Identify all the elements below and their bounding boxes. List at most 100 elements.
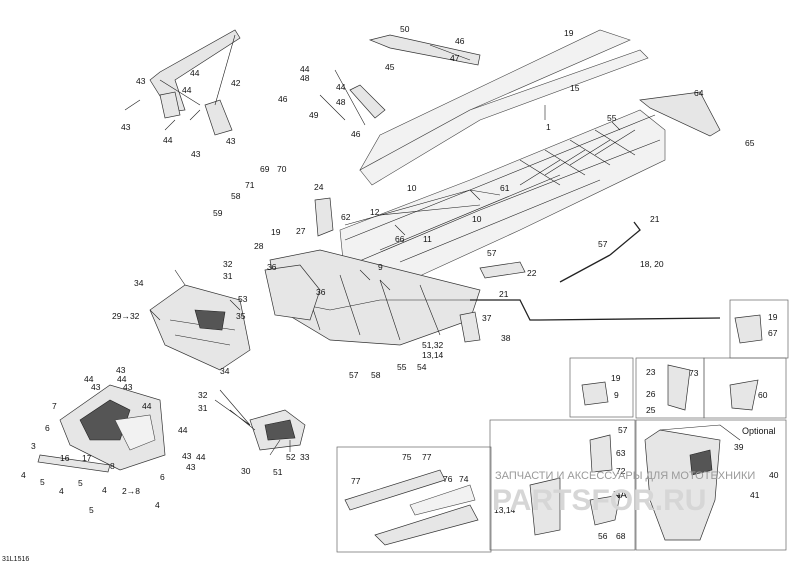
callout-69: 69 <box>260 164 270 174</box>
callout-58b: 58 <box>371 370 381 380</box>
callout-31b: 31 <box>198 403 208 413</box>
callout-77a: 77 <box>422 452 432 462</box>
callout-63: 63 <box>616 448 626 458</box>
callout-44d: 44 <box>300 64 310 74</box>
callout-65: 65 <box>745 138 755 148</box>
callout-43d: 43 <box>191 149 201 159</box>
callout-10b: 10 <box>472 214 482 224</box>
callout-4d: 4 <box>102 485 107 495</box>
callout-2-8: 2→8 <box>122 486 140 496</box>
callout-1: 1 <box>546 122 551 132</box>
callout-4b: 4 <box>59 486 64 496</box>
callout-66: 66 <box>395 234 405 244</box>
callout-33: 33 <box>300 452 310 462</box>
callout-10a: 10 <box>407 183 417 193</box>
callout-5b: 5 <box>78 478 83 488</box>
callout-23: 23 <box>646 367 656 377</box>
callout-32a: 32 <box>223 259 233 269</box>
callout-21a: 21 <box>650 214 660 224</box>
callout-31a: 31 <box>223 271 233 281</box>
callout-57b: 57 <box>598 239 608 249</box>
watermark-subtitle: ЗАПЧАСТИ И АКСЕССУАРЫ ДЛЯ МОТОТЕХНИКИ <box>495 470 755 482</box>
callout-29-32: 29→32 <box>112 311 140 321</box>
watermark-logo: PARTSFOR.RU <box>492 484 706 517</box>
callout-52: 52 <box>286 452 296 462</box>
callout-15: 15 <box>570 83 580 93</box>
callout-44h: 44 <box>142 401 152 411</box>
callout-22: 22 <box>527 268 537 278</box>
callout-6b: 6 <box>160 472 165 482</box>
callout-46a: 46 <box>455 36 465 46</box>
callout-38: 38 <box>501 333 511 343</box>
callout-9: 9 <box>378 262 383 272</box>
callout-27: 27 <box>296 226 306 236</box>
callout-71: 71 <box>245 180 255 190</box>
callout-67: 67 <box>768 328 778 338</box>
callout-59: 59 <box>213 208 223 218</box>
callout-34b: 34 <box>220 366 230 376</box>
callout-57d: 57 <box>618 425 628 435</box>
callout-76: 76 <box>443 474 453 484</box>
callout-44f: 44 <box>84 374 94 384</box>
callout-58a: 58 <box>231 191 241 201</box>
callout-51: 51 <box>273 467 283 477</box>
callout-13-14-box: 13,14 <box>494 505 516 515</box>
callout-44g: 44 <box>117 374 127 384</box>
callout-11: 11 <box>423 234 432 244</box>
callout-55a: 55 <box>607 113 617 123</box>
callout-74: 74 <box>459 474 469 484</box>
callout-43b: 43 <box>121 122 131 132</box>
callout-72: 72 <box>616 466 626 476</box>
callout-44a: 44 <box>190 68 200 78</box>
callout-43h: 43 <box>182 451 192 461</box>
callout-77b: 77 <box>351 476 361 486</box>
callout-35: 35 <box>236 311 246 321</box>
lower-bracket-assembly <box>214 399 306 451</box>
detail-boxes <box>336 299 789 553</box>
callout-na: NA <box>613 490 627 501</box>
callout-62: 62 <box>341 212 351 222</box>
callout-19c: 19 <box>611 373 621 383</box>
callout-30: 30 <box>241 466 251 476</box>
callout-43c: 43 <box>226 136 236 146</box>
callout-32b: 32 <box>198 390 208 400</box>
callout-44e: 44 <box>336 82 346 92</box>
callout-73: 73 <box>689 368 699 378</box>
callout-41: 41 <box>750 490 760 500</box>
callout-61: 61 <box>500 183 510 193</box>
callout-24: 24 <box>314 182 324 192</box>
callout-40: 40 <box>769 470 779 480</box>
callout-60: 60 <box>758 390 768 400</box>
callout-5c: 5 <box>89 505 94 515</box>
callout-9-box: 9 <box>614 390 619 400</box>
callout-4a: 4 <box>21 470 26 480</box>
callout-55b: 55 <box>397 362 407 372</box>
callout-7: 7 <box>52 401 57 411</box>
callout-6a: 6 <box>45 423 50 433</box>
callout-25: 25 <box>646 405 656 415</box>
callout-43g: 43 <box>123 382 133 392</box>
leader-lines <box>124 99 621 456</box>
callout-43e: 43 <box>116 365 126 375</box>
callout-19d: 19 <box>768 312 778 322</box>
callout-26: 26 <box>646 389 656 399</box>
callout-46c: 46 <box>351 129 361 139</box>
callout-44b: 44 <box>182 85 192 95</box>
callout-45: 45 <box>385 62 395 72</box>
callout-44j: 44 <box>196 452 206 462</box>
callout-54: 54 <box>417 362 427 372</box>
callout-44i: 44 <box>178 425 188 435</box>
callout-47: 47 <box>450 53 460 63</box>
callout-17: 17 <box>82 453 92 463</box>
callout-50: 50 <box>400 24 410 34</box>
callout-34a: 34 <box>134 278 144 288</box>
callout-70: 70 <box>277 164 287 174</box>
callout-4c: 4 <box>155 500 160 510</box>
callout-44c: 44 <box>163 135 173 145</box>
callout-48b: 48 <box>336 97 346 107</box>
callout-8: 8 <box>110 461 115 471</box>
steering-support-assembly <box>149 29 241 136</box>
callout-39: 39 <box>734 442 744 452</box>
